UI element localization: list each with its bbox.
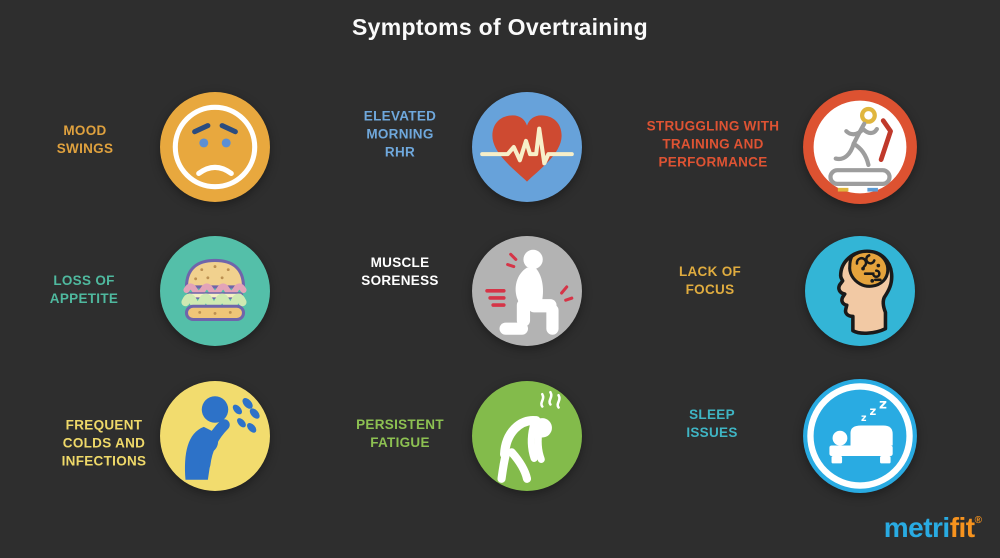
label-muscle-soreness: MUSCLE SORENESS xyxy=(361,255,439,288)
label-frequent-colds: FREQUENT COLDS AND INFECTIONS xyxy=(61,417,147,468)
page-title: Symptoms of Overtraining xyxy=(351,14,649,40)
sneezing-person-icon xyxy=(160,381,270,491)
head-brain-icon xyxy=(805,236,915,346)
fatigued-person-icon xyxy=(472,381,582,491)
label-lack-of-focus: LACK OF FOCUS xyxy=(678,264,742,297)
svg-text:z: z xyxy=(869,404,876,418)
logo-metri: metri xyxy=(883,512,950,543)
heart-pulse-icon xyxy=(472,92,582,202)
label-mood-swings: MOOD SWINGS xyxy=(56,123,114,156)
label-loss-of-appetite: LOSS OF APPETITE xyxy=(49,273,119,306)
label-sleep-issues: SLEEP ISSUES xyxy=(686,407,738,440)
registered-mark: ® xyxy=(974,515,982,526)
metrifit-logo: metrifit® xyxy=(884,512,982,544)
label-struggling-training: STRUGGLING WITH TRAINING AND PERFORMANCE xyxy=(646,118,780,169)
label-elevated-morning-rhr: ELEVATED MORNING RHR xyxy=(363,108,437,159)
label-persistent-fatigue: PERSISTENT FATIGUE xyxy=(356,417,444,450)
sleeping-bed-icon: z z z xyxy=(803,379,917,493)
kneeling-person-icon xyxy=(472,236,582,346)
burger-icon xyxy=(160,236,270,346)
svg-text:z: z xyxy=(879,397,887,413)
logo-fit: fit xyxy=(949,512,975,543)
sad-face-icon xyxy=(160,92,270,202)
runner-treadmill-icon xyxy=(803,90,917,204)
svg-text:z: z xyxy=(861,413,867,424)
